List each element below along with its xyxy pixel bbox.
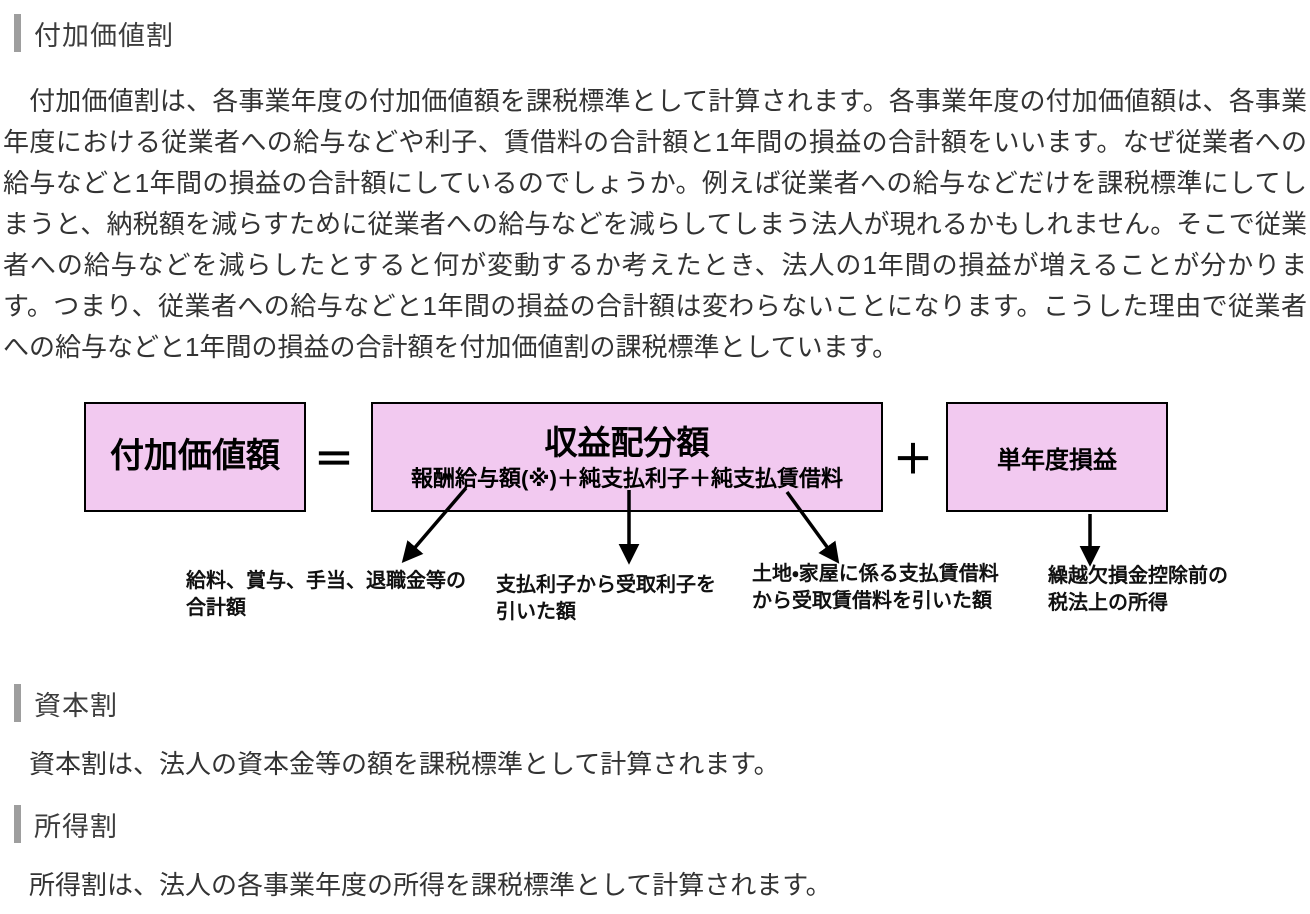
annotation-interest: 支払利子から受取利子を 引いた額 [496,574,716,623]
section-heading-shihon: 資本割 [0,684,1310,722]
body-paragraph-shihon: 資本割は、法人の資本金等の額を課税標準として計算されます。 [3,749,780,779]
annotation-rent: 土地・家屋に係る支払賃借料 から受取賃借料を引いた額 [752,563,999,612]
heading-accent-bar [14,805,21,843]
box-profit-distribution-title: 収益配分額 [544,423,710,461]
section-title-fukakachi: 付加価値割 [34,20,174,51]
body-paragraph-fukakachi: 付加価値割は、各事業年度の付加価値額を課税標準として計算されます。各事業年度の付… [3,86,1307,362]
box-added-value: 付加価値額 [84,402,306,512]
equals-sign: ＝ [314,438,354,482]
section-title-shihon: 資本割 [34,690,118,721]
annotation-salary: 給料、賞与、手当、退職金等の 合計額 [186,570,466,619]
box-added-value-label: 付加価値額 [110,437,280,476]
annotation-carryover-loss: 繰越欠損金控除前の 税法上の所得 [1048,565,1228,614]
box-single-year-profit: 単年度損益 [946,402,1168,512]
plus-sign: ＋ [893,438,933,482]
heading-accent-bar [14,684,21,722]
body-paragraph-shotoku: 所得割は、法人の各事業年度の所得を課税標準として計算されます。 [3,870,832,900]
heading-accent-bar [14,14,21,52]
box-profit-distribution-formula: 報酬給与額(※)＋純支払利子＋純支払賃借料 [410,465,844,491]
added-value-formula-diagram: 付加価値額 ＝ 収益配分額 報酬給与額(※)＋純支払利子＋純支払賃借料 ＋ 単年… [0,402,1310,642]
section-heading-fukakachi: 付加価値割 [0,14,1310,52]
box-single-year-label: 単年度損益 [997,446,1117,474]
box-profit-distribution: 収益配分額 報酬給与額(※)＋純支払利子＋純支払賃借料 [371,402,883,512]
section-title-shotoku: 所得割 [34,811,118,842]
section-heading-shotoku: 所得割 [0,805,1310,843]
